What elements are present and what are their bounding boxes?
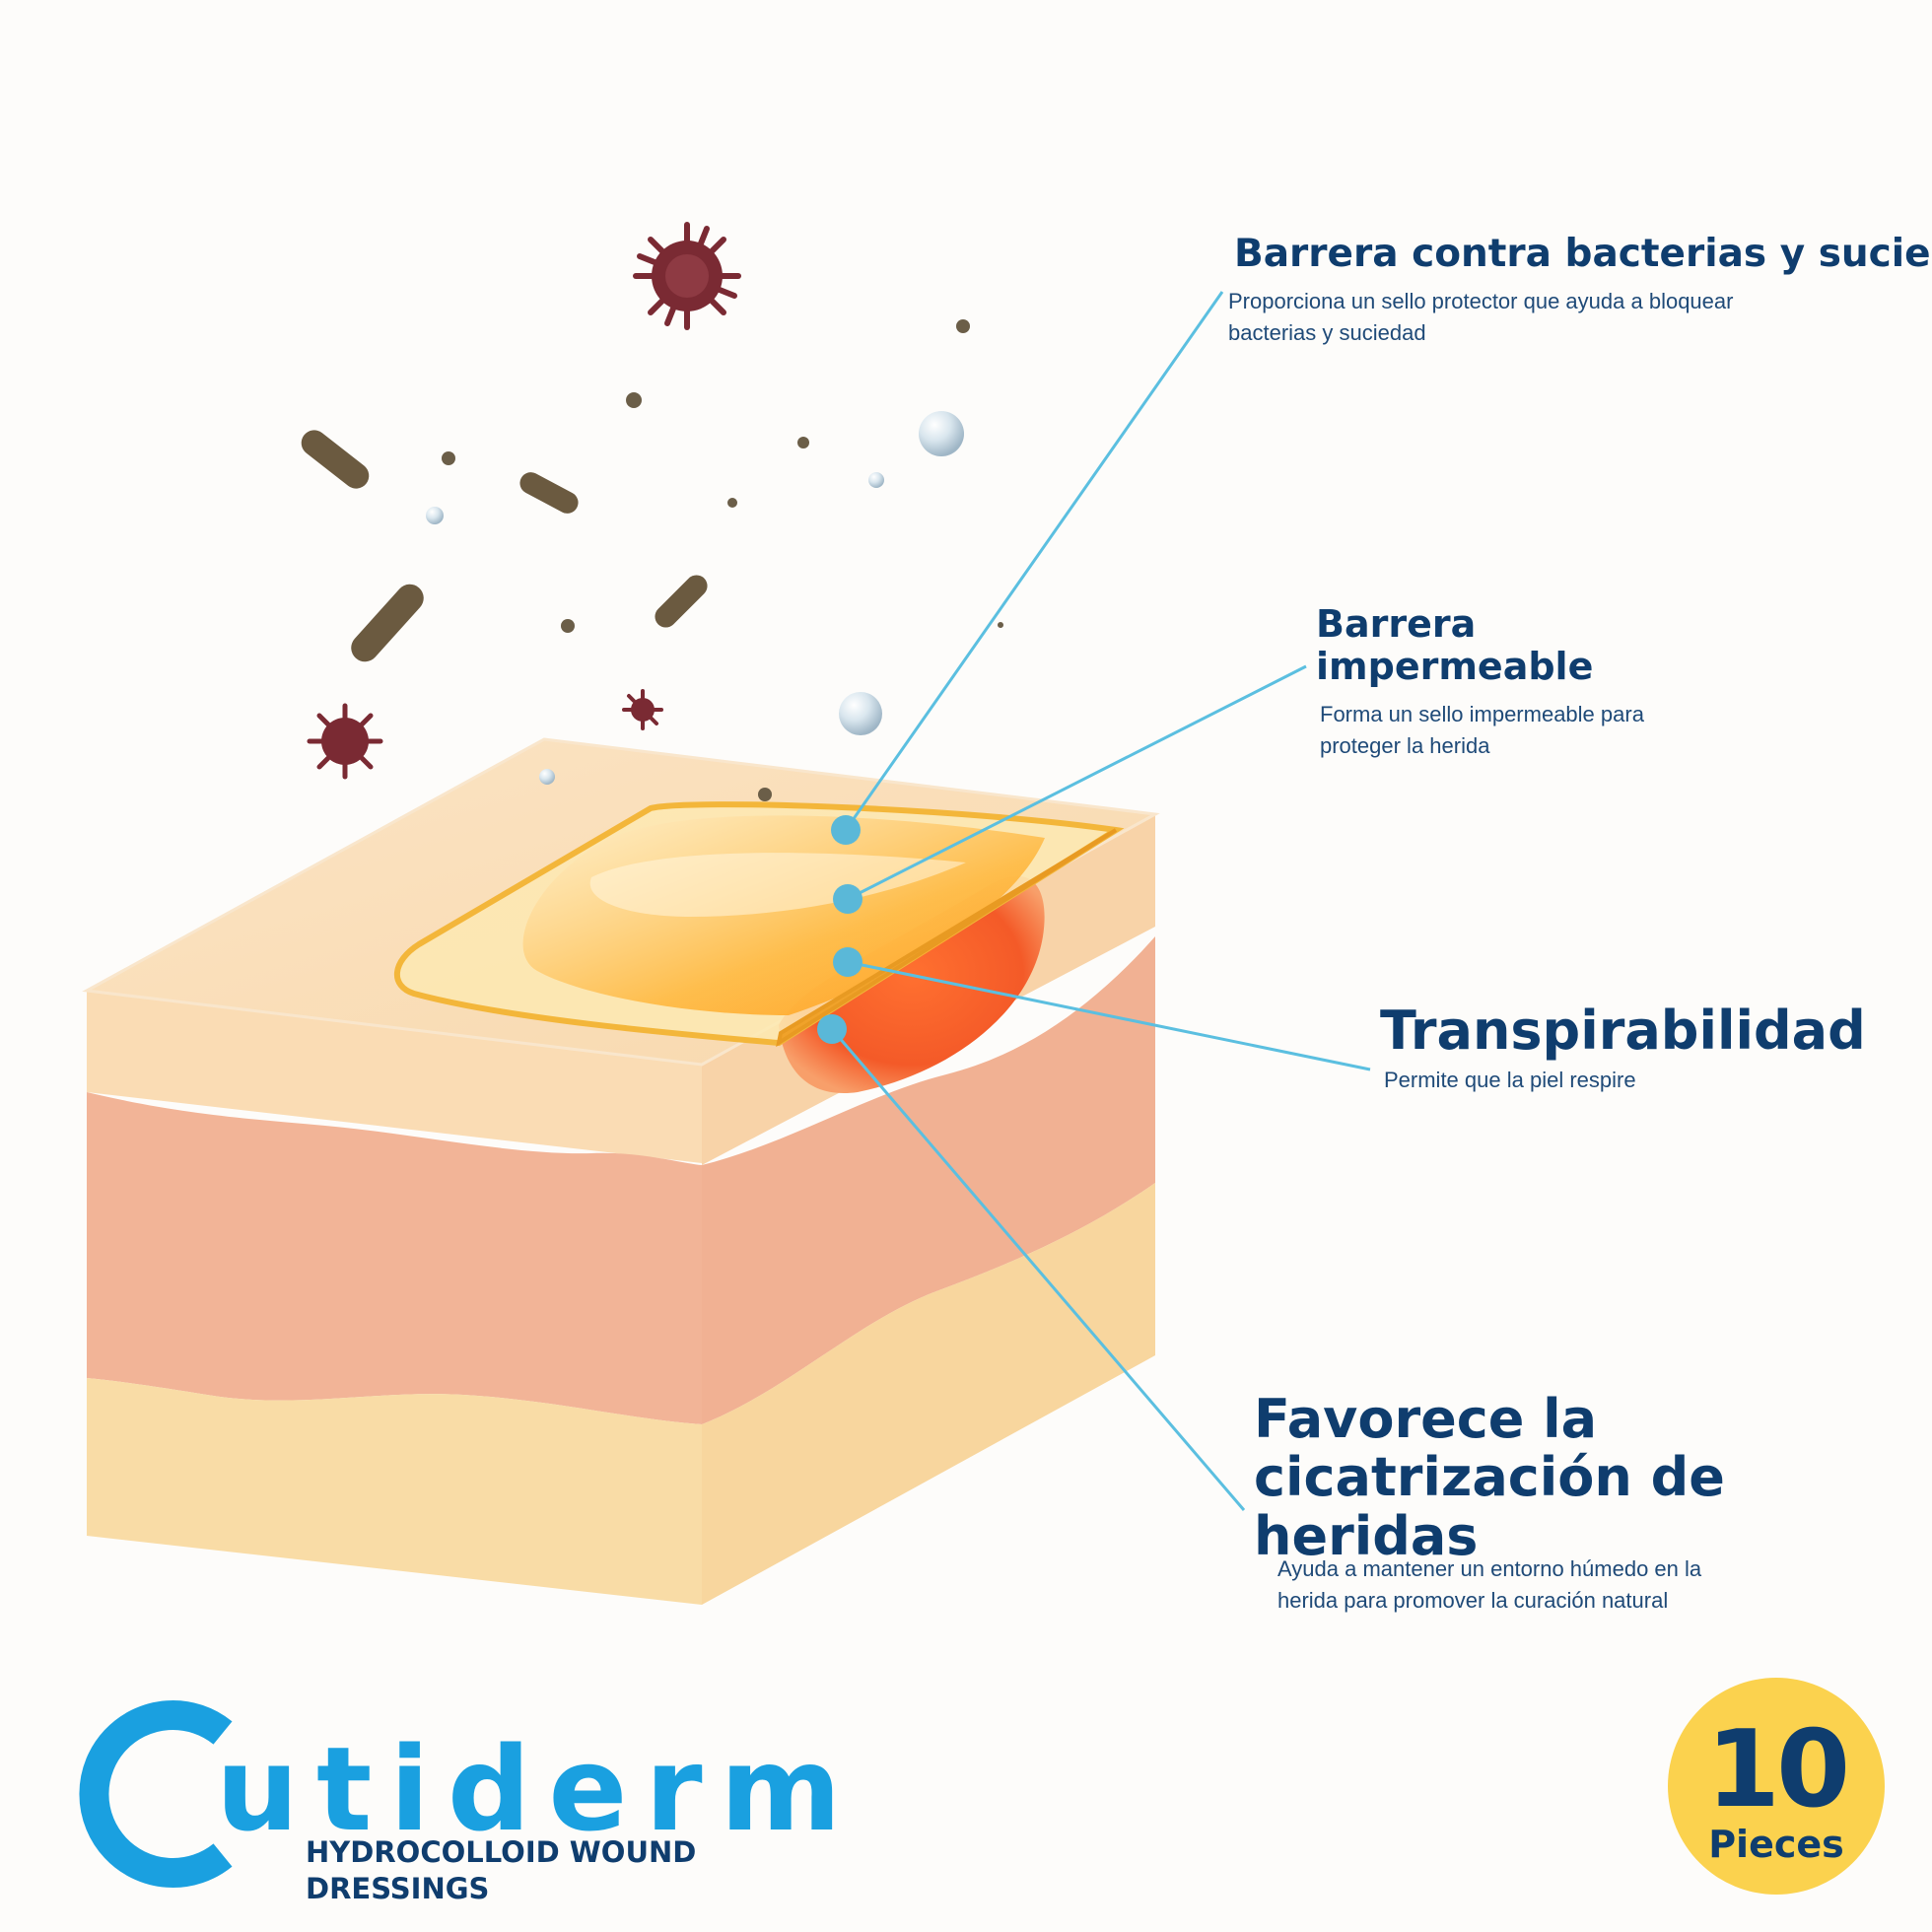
feature-waterproof-barrier: Barrera impermeable Forma un sello imper… <box>1316 603 1710 762</box>
virus-icon <box>622 689 663 730</box>
brand-logo-c-icon <box>79 1700 233 1888</box>
dirt-particle-icon <box>626 392 642 408</box>
skin-block-edge <box>82 737 1160 1067</box>
bacteria-icon <box>655 575 708 628</box>
feature-wound-healing: Favorece la cicatrización de heridas Ayu… <box>1254 1390 1924 1617</box>
water-droplets <box>426 411 964 785</box>
dirt-particle-icon <box>998 622 1003 628</box>
bacteria-icon <box>519 472 579 514</box>
feature-description: Proporciona un sello protector que ayuda… <box>1228 288 1734 345</box>
water-droplet-icon <box>539 769 555 785</box>
virus-icon <box>633 222 741 330</box>
callout-lines <box>830 291 1371 1511</box>
feature-title: Favorece la cicatrización de heridas <box>1254 1388 1725 1567</box>
feature-description: Permite que la piel respire <box>1384 1068 1636 1093</box>
feature-breathability: Transpirabilidad Permite que la piel res… <box>1380 1000 1893 1096</box>
feature-title: Transpirabilidad <box>1380 1000 1866 1062</box>
dirt-particle-icon <box>727 498 737 508</box>
wound <box>779 875 1045 1094</box>
piece-unit: Pieces <box>1708 1823 1844 1866</box>
piece-count-badge: 10 Pieces <box>1668 1678 1885 1895</box>
callout-line-waterproof-barrier <box>847 664 1307 901</box>
skin-front-dermis <box>87 1092 702 1424</box>
bacteria-icon <box>351 584 424 662</box>
callout-dot-bacteria-barrier <box>831 815 861 845</box>
callout-dot-breathability <box>833 947 862 977</box>
feature-bacteria-barrier: Barrera contra bacterias y suciedad Prop… <box>1228 232 1932 348</box>
brand-name: utiderm <box>216 1721 860 1857</box>
water-droplet-icon <box>919 411 964 456</box>
brand-logo: utiderm HYDROCOLLOID WOUND DRESSINGS <box>63 1691 842 1918</box>
dirt-particle-icon <box>442 451 455 465</box>
water-droplet-icon <box>868 472 884 488</box>
callout-line-breathability <box>847 960 1371 1071</box>
dressing-pad-highlight <box>589 853 966 917</box>
piece-count: 10 <box>1705 1708 1850 1831</box>
skin-side-hypodermis <box>702 1183 1155 1605</box>
callout-dot-wound-healing <box>817 1014 847 1044</box>
dirt-particles <box>442 319 1003 801</box>
virus-icon <box>307 703 383 780</box>
callout-dots <box>817 815 862 1044</box>
feature-title: Barrera impermeable <box>1316 602 1594 688</box>
bacteria-group <box>301 430 708 662</box>
skin-front-hypodermis <box>87 1378 702 1605</box>
dirt-particle-icon <box>797 437 809 448</box>
callout-dot-waterproof-barrier <box>833 884 862 914</box>
water-droplet-icon <box>426 507 444 524</box>
bacteria-icon <box>301 430 370 489</box>
callout-line-wound-healing <box>830 1028 1246 1511</box>
callout-line-bacteria-barrier <box>844 291 1224 831</box>
skin-front-epidermis <box>87 991 702 1163</box>
brand-subtitle: HYDROCOLLOID WOUND DRESSINGS <box>306 1835 697 1905</box>
skin-side-dermis <box>702 936 1155 1424</box>
water-droplet-icon <box>839 692 882 735</box>
feature-description: Forma un sello impermeable para proteger… <box>1320 702 1644 758</box>
dirt-particle-icon <box>561 619 575 633</box>
feature-title: Barrera contra bacterias y suciedad <box>1234 232 1932 276</box>
dirt-particle-icon <box>956 319 970 333</box>
feature-description: Ayuda a mantener un entorno húmedo en la… <box>1277 1556 1702 1614</box>
dirt-particle-icon <box>758 788 772 801</box>
